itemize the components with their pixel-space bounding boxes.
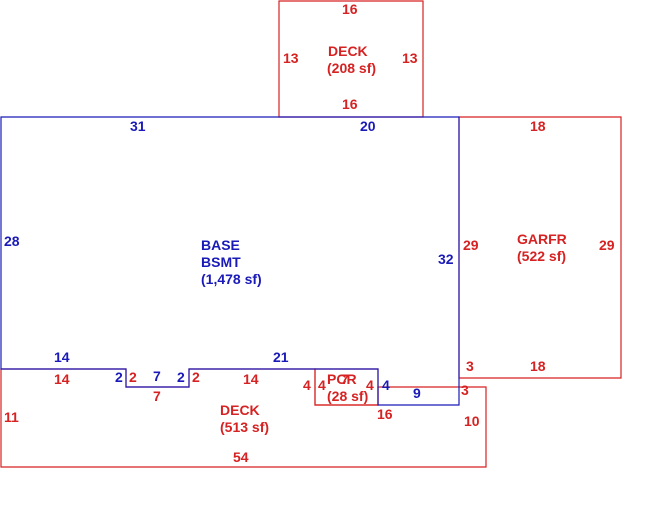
dim-deck-top-right: 13 bbox=[402, 50, 418, 66]
porch-name: PCR bbox=[327, 371, 357, 387]
dim-deck-bot-right-small: 3 bbox=[461, 382, 469, 398]
dim-deck-bot-notch-bottom: 7 bbox=[153, 388, 161, 404]
base-name-line1: BASE bbox=[201, 237, 240, 253]
deck-top-area: (208 sf) bbox=[327, 60, 376, 76]
deck-top-name: DECK bbox=[328, 43, 368, 59]
dim-base-bottom-right: 9 bbox=[413, 385, 421, 401]
dim-porch-right-inner: 4 bbox=[366, 377, 374, 393]
dim-base-porch-right: 4 bbox=[382, 377, 390, 393]
base-name-line2: BSMT bbox=[201, 254, 241, 270]
dim-deck-bot-step: 16 bbox=[377, 406, 393, 422]
dim-deck-bot-left: 11 bbox=[4, 409, 19, 425]
porch-area: (28 sf) bbox=[327, 388, 368, 404]
dim-deck-bot-notch-left: 2 bbox=[129, 369, 137, 385]
dim-garage-bottom: 18 bbox=[530, 358, 546, 374]
dim-deck-bot-right: 10 bbox=[464, 413, 480, 429]
dim-porch-left-inner: 4 bbox=[318, 377, 326, 393]
dim-base-notch-left: 2 bbox=[115, 369, 123, 385]
dim-garage-small: 3 bbox=[466, 358, 474, 374]
dim-base-notch-right: 2 bbox=[177, 369, 185, 385]
dim-garage-left: 29 bbox=[463, 237, 479, 253]
dim-base-top-left: 31 bbox=[130, 118, 146, 134]
dim-base-left: 28 bbox=[4, 233, 20, 249]
dim-deck-top-bottom: 16 bbox=[342, 96, 358, 112]
dim-garage-right: 29 bbox=[599, 237, 615, 253]
dim-deck-bot-mid-top: 14 bbox=[243, 371, 259, 387]
dim-deck-bot-notch-right: 2 bbox=[192, 369, 200, 385]
dim-deck-bot-left-top: 14 bbox=[54, 371, 70, 387]
dim-base-notch-bottom: 7 bbox=[153, 368, 161, 384]
dim-base-bottom-left: 14 bbox=[54, 349, 70, 365]
dim-deck-bot-bottom: 54 bbox=[233, 449, 249, 465]
dim-base-bottom-mid: 21 bbox=[273, 349, 289, 365]
dim-porch-left-outer: 4 bbox=[303, 377, 311, 393]
dim-deck-top-top: 16 bbox=[342, 1, 358, 17]
garage-area: (522 sf) bbox=[517, 248, 566, 264]
deck-bottom-area: (513 sf) bbox=[220, 419, 269, 435]
porch-overlay-dim: 7 bbox=[341, 371, 349, 387]
dim-garage-top: 18 bbox=[530, 118, 546, 134]
dim-deck-top-left: 13 bbox=[283, 50, 299, 66]
deck-bottom-name: DECK bbox=[220, 402, 260, 418]
base-area: (1,478 sf) bbox=[201, 271, 262, 287]
base-outline bbox=[0, 116, 460, 406]
dim-base-top-right: 20 bbox=[360, 118, 376, 134]
garage-name: GARFR bbox=[517, 231, 567, 247]
dim-base-right: 32 bbox=[438, 251, 454, 267]
